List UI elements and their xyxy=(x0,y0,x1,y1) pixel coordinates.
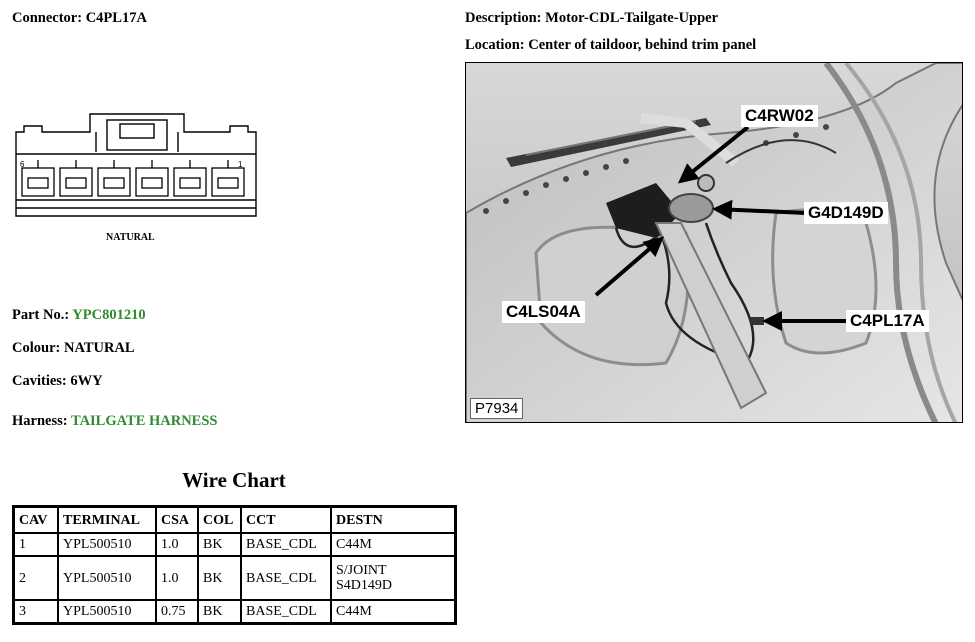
harness-link[interactable]: TAILGATE HARNESS xyxy=(70,413,218,429)
description-line: Description: Motor-CDL-Tailgate-Upper xyxy=(465,10,718,27)
table-row: 3 YPL500510 0.75 BK BASE_CDL C44M xyxy=(12,599,457,624)
cell-cct: BASE_CDL xyxy=(240,599,332,624)
cell-cav: 3 xyxy=(12,599,59,624)
connector-line: Connector: C4PL17A xyxy=(12,10,147,27)
table-header-row: CAV TERMINAL CSA COL CCT DESTN xyxy=(12,505,457,534)
connector-value: C4PL17A xyxy=(85,10,147,26)
header-col: COL xyxy=(197,505,242,534)
tailgate-illustration xyxy=(466,63,962,422)
description-label: Description: xyxy=(465,10,542,26)
cell-cct: BASE_CDL xyxy=(240,532,332,557)
pin-right-number: 1 xyxy=(238,160,243,169)
colour-line: Colour: NATURAL xyxy=(12,340,135,357)
harness-line: Harness: TAILGATE HARNESS xyxy=(12,413,217,430)
pin-left-number: 6 xyxy=(20,160,25,169)
cell-cav: 2 xyxy=(12,555,59,601)
callout-g4d149d: G4D149D xyxy=(804,202,888,224)
photo-id: P7934 xyxy=(470,398,524,419)
colour-caption: NATURAL xyxy=(106,232,155,243)
wire-chart-table: CAV TERMINAL CSA COL CCT DESTN 1 YPL5005… xyxy=(12,505,457,625)
cell-col: BK xyxy=(197,532,242,557)
cavities-value: 6WY xyxy=(70,373,103,389)
cavities-label: Cavities: xyxy=(12,373,67,389)
cell-terminal: YPL500510 xyxy=(57,532,157,557)
callout-c4rw02: C4RW02 xyxy=(741,105,818,127)
header-cav: CAV xyxy=(12,505,59,534)
cell-csa: 0.75 xyxy=(155,599,199,624)
cell-terminal: YPL500510 xyxy=(57,599,157,624)
colour-label: Colour: xyxy=(12,340,61,356)
cell-destn: S/JOINT S4D149D xyxy=(330,555,457,601)
location-label: Location: xyxy=(465,37,525,53)
cell-cct: BASE_CDL xyxy=(240,555,332,601)
wire-chart-title: Wire Chart xyxy=(182,468,286,492)
table-row: 2 YPL500510 1.0 BK BASE_CDL S/JOINT S4D1… xyxy=(12,555,457,601)
connector-face-diagram: 6 1 NATURAL xyxy=(15,113,257,243)
cell-destn: C44M xyxy=(330,532,457,557)
cell-col: BK xyxy=(197,555,242,601)
cell-terminal: YPL500510 xyxy=(57,555,157,601)
part-line: Part No.: YPC801210 xyxy=(12,307,146,324)
colour-value: NATURAL xyxy=(63,340,135,356)
cell-destn: C44M xyxy=(330,599,457,624)
header-terminal: TERMINAL xyxy=(57,505,157,534)
cell-cav: 1 xyxy=(12,532,59,557)
cell-csa: 1.0 xyxy=(155,532,199,557)
table-row: 1 YPL500510 1.0 BK BASE_CDL C44M xyxy=(12,532,457,557)
part-number-link[interactable]: YPC801210 xyxy=(72,307,146,323)
connector-label: Connector: xyxy=(12,10,83,26)
callout-c4ls04a: C4LS04A xyxy=(502,301,585,323)
header-cct: CCT xyxy=(240,505,332,534)
location-value: Center of taildoor, behind trim panel xyxy=(528,37,757,53)
header-csa: CSA xyxy=(155,505,199,534)
header-destn: DESTN xyxy=(330,505,457,534)
description-value: Motor-CDL-Tailgate-Upper xyxy=(545,10,719,26)
callout-c4pl17a: C4PL17A xyxy=(846,310,929,332)
cell-col: BK xyxy=(197,599,242,624)
location-line: Location: Center of taildoor, behind tri… xyxy=(465,37,756,54)
harness-label: Harness: xyxy=(12,413,68,429)
part-label: Part No.: xyxy=(12,307,70,323)
cell-csa: 1.0 xyxy=(155,555,199,601)
cavities-line: Cavities: 6WY xyxy=(12,373,103,390)
location-photo: C4RW02 G4D149D C4LS04A C4PL17A P7934 xyxy=(465,62,963,423)
